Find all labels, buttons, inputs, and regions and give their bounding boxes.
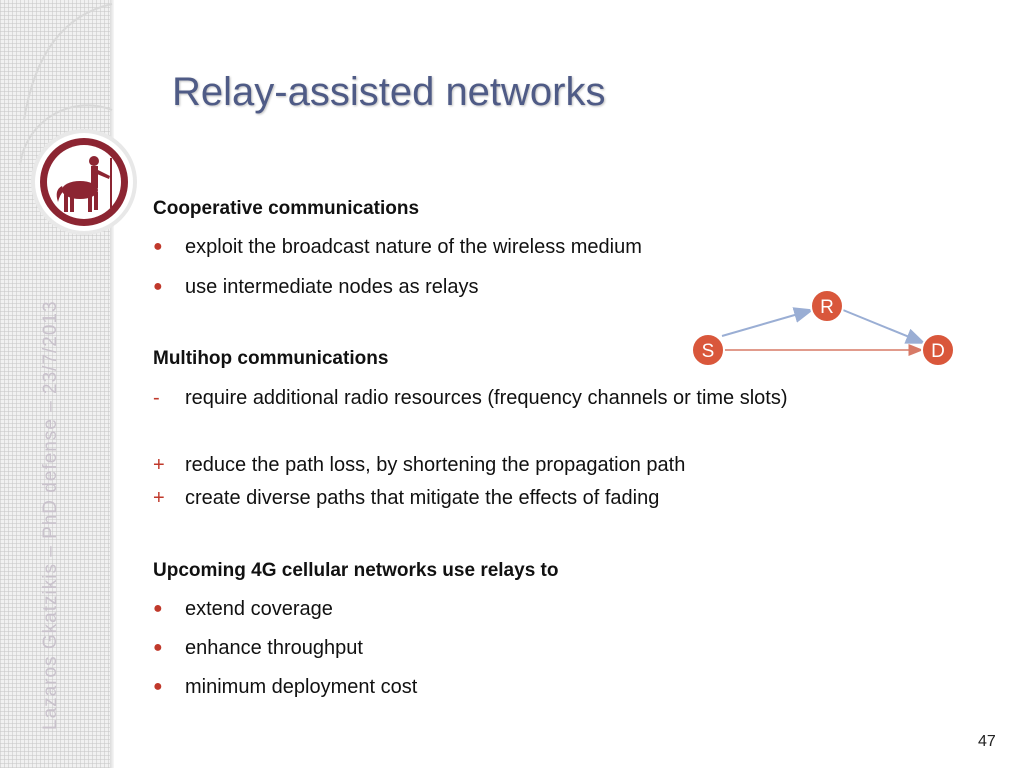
- presenter-date-label: Lazaros Gkatzikis – PhD defense – 23/7/2…: [40, 300, 61, 730]
- list-item: ●enhance throughput: [153, 637, 363, 659]
- relay-destination-arrow: [842, 309, 926, 344]
- side-band: [0, 0, 112, 768]
- minus-icon: -: [153, 387, 160, 409]
- slide-number: 47: [978, 733, 996, 750]
- list-item-con: -require additional radio resources (fre…: [153, 387, 788, 409]
- cellular-heading: Upcoming 4G cellular networks use relays…: [153, 560, 559, 581]
- decorative-arcs: [19, 3, 113, 166]
- plus-icon: +: [153, 487, 165, 509]
- bullet-icon: ●: [153, 600, 163, 617]
- destination-node-label: D: [931, 341, 945, 362]
- source-node: S: [691, 333, 725, 367]
- side-band-edge: [110, 0, 114, 768]
- bullet-icon: ●: [153, 238, 163, 255]
- cooperative-heading: Cooperative communications: [153, 198, 420, 219]
- bullet-icon: ●: [153, 639, 163, 656]
- multihop-heading: Multihop communications: [153, 348, 389, 369]
- relay-node-label: R: [820, 297, 834, 318]
- list-item: ●extend coverage: [153, 598, 333, 620]
- slide-title: Relay-assisted networks: [172, 70, 606, 114]
- bullet-icon: ●: [153, 678, 163, 695]
- list-item: ●exploit the broadcast nature of the wir…: [153, 236, 642, 258]
- destination-node: D: [921, 333, 955, 367]
- relay-diagram: R S D: [691, 289, 955, 367]
- list-item: ●minimum deployment cost: [153, 676, 418, 698]
- plus-icon: +: [153, 454, 165, 476]
- source-node-label: S: [702, 341, 715, 362]
- source-relay-arrow: [721, 307, 814, 337]
- list-item: ●use intermediate nodes as relays: [153, 276, 479, 298]
- bullet-icon: ●: [153, 278, 163, 295]
- list-item-pro: +reduce the path loss, by shortening the…: [153, 454, 686, 476]
- relay-node: R: [810, 289, 844, 323]
- list-item-pro: +create diverse paths that mitigate the …: [153, 487, 660, 509]
- university-logo: [30, 128, 138, 236]
